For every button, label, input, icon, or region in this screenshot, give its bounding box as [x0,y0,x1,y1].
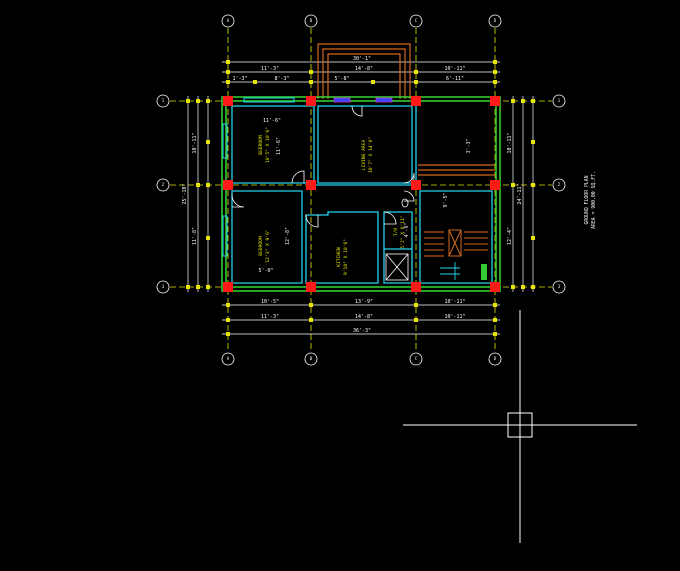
grid-label-col-d-bottom: D [494,356,497,361]
dim-right-part-2: 12'-4" [507,227,513,245]
grid-label-col-d: D [494,18,497,23]
plan-area: AREA = 900.00 SQ.FT. [591,171,597,229]
dim-top-a-b: 11'-3" [261,66,279,72]
dim-left-overall: 25'-10" [182,183,188,204]
dim-interior-4: 12'-8" [285,227,291,245]
dim-top-b-c: 14'-8" [355,66,373,72]
grid-bubble-labels: A B C D A B C D 1 2 3 1 2 3 [162,18,561,361]
toilet-fixture [385,198,409,281]
grid-label-row-1: 1 [162,98,165,103]
grid-label-row-2-right: 2 [558,182,561,187]
dimension-lines [187,61,534,335]
dim-right-overall: 24'-11" [517,183,523,204]
grid-label-row-1-right: 1 [558,98,561,103]
grid-label-col-b-bottom: B [310,356,313,361]
dim-interior-7: 9'-5" [443,192,449,207]
dim-top-inner-3: 5'-8" [334,76,349,82]
room-size: 9'10" X 10'6" [343,239,349,275]
dim-bottom-1-c-d: 10'-11" [444,299,465,305]
dim-bottom-1-b-c: 13'-9" [355,299,373,305]
grid-label-col-c-bottom: C [415,356,418,361]
room-name: T/O [393,228,399,237]
crosshair-cursor-icon[interactable] [403,310,637,543]
columns [223,96,500,292]
grid-label-col-c: C [415,18,418,23]
room-toilet: T/O 5'2" X 6'11" [393,215,406,248]
dim-bottom-1-a-b: 10'-5" [261,299,279,305]
room-name: KITCHEN [336,247,342,267]
dim-left-part-1: 10'-11" [192,132,198,153]
plan-title: GROUND FLOOR PLAN [584,175,590,224]
dimension-text: 30'-1" 11'-3" 14'-8" 10'-11" 1'-3" 8'-3"… [182,56,523,334]
dim-left-part-2: 11'-8" [192,227,198,245]
room-labels: BEDROOM 10'5" X 10'6" LIVING AREA 10'7" … [258,127,406,275]
staircase [424,229,488,280]
door-swings [231,105,415,228]
dim-bottom-2-a-b: 11'-3" [261,314,279,320]
plan-title-block: GROUND FLOOR PLAN AREA = 900.00 SQ.FT. [584,171,597,229]
room-bedroom-2: BEDROOM 12'3" X 9'6" [258,229,271,262]
grid-label-col-a: A [227,18,230,23]
dim-top-inner-1: 1'-3" [232,76,247,82]
interior-dimension-text: 11'-6" 11'-6" 3'-3" 12'-8" 5'-0" 4'-9" 9… [258,118,472,274]
dim-interior-2: 11'-6" [276,137,282,155]
room-bedroom-1: BEDROOM 10'5" X 10'6" [258,127,271,163]
grid-bubbles [156,14,566,366]
grid-label-col-b: B [310,18,313,23]
grid-label-col-a-bottom: A [227,356,230,361]
dim-top-c-d: 10'-11" [444,66,465,72]
dim-bottom-2-b-c: 14'-8" [355,314,373,320]
room-name: LIVING AREA [361,140,367,171]
grid-label-row-3-right: 3 [558,284,561,289]
outer-walls [221,96,501,292]
dim-top-overall: 30'-1" [353,56,371,62]
dim-bottom-2-c-d: 10'-11" [444,314,465,320]
room-size: 10'7" X 14'0" [368,137,374,173]
room-size: 10'5" X 10'6" [265,127,271,163]
dim-interior-5: 5'-0" [258,268,273,274]
room-size: 12'3" X 9'6" [265,229,271,262]
windows [222,97,393,257]
dim-interior-3: 3'-3" [466,138,472,153]
dimension-ticks [186,60,535,336]
dim-interior-1: 11'-6" [263,118,281,124]
balcony-outline [317,43,495,176]
grid-label-row-3: 3 [162,284,165,289]
dim-interior-6: 4'-9" [404,222,410,237]
grid-label-row-2: 2 [162,182,165,187]
room-name: BEDROOM [258,135,264,155]
room-size: 5'2" X 6'11" [400,215,406,248]
dim-bottom-overall: 36'-3" [353,328,371,334]
dim-top-inner-2: 8'-3" [274,76,289,82]
dim-top-inner-4: 6'-11" [446,76,464,82]
room-name: BEDROOM [258,236,264,256]
room-living-area: LIVING AREA 10'7" X 14'0" [361,137,374,173]
dim-right-part-1: 10'-11" [507,132,513,153]
room-kitchen: KITCHEN 9'10" X 10'6" [336,239,349,275]
